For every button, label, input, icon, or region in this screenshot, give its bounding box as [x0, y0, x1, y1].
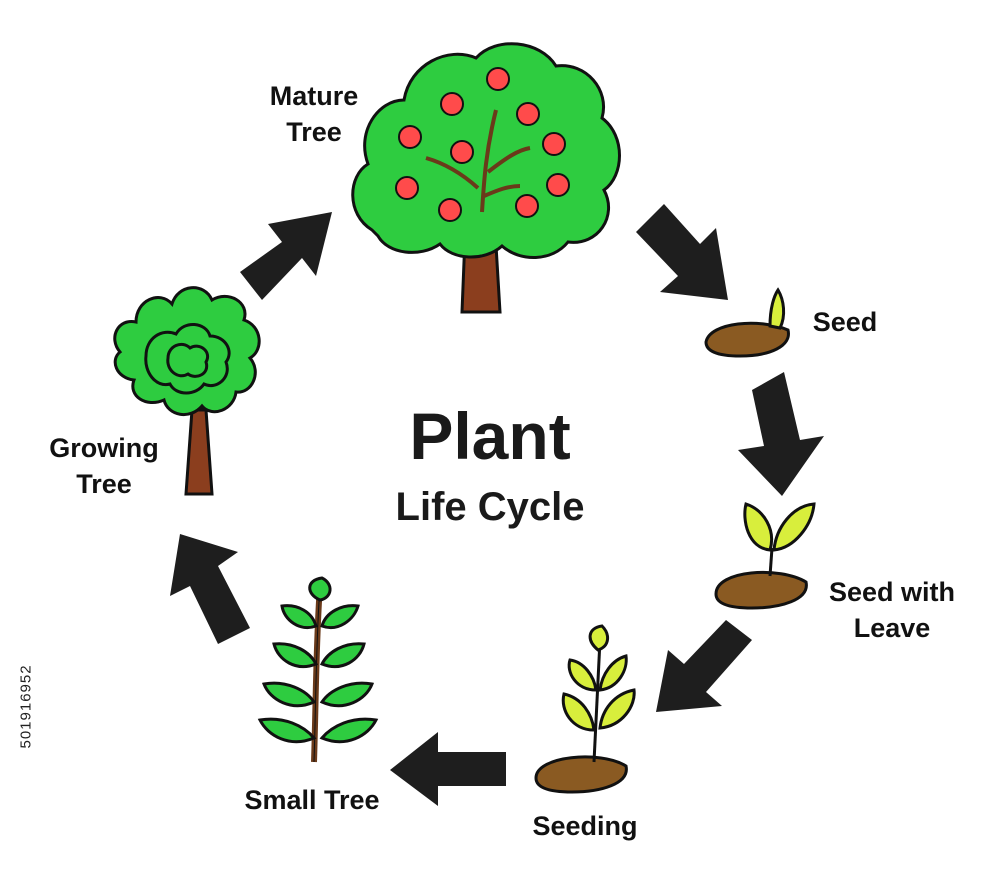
apples — [395, 67, 570, 222]
label-small-tree: Small Tree — [244, 785, 380, 815]
stock-id-text: 501916952 — [17, 664, 35, 749]
diagram-title: Plant — [409, 399, 571, 473]
diagram-subtitle: Life Cycle — [395, 485, 585, 529]
arrow-mature-to-seed — [636, 204, 728, 300]
cycle-arrows — [170, 204, 824, 806]
branches — [425, 109, 531, 213]
growing-tree-illustration — [113, 286, 261, 496]
arrow-small-to-growing — [170, 534, 250, 644]
label-seeding: Seeding — [532, 811, 638, 841]
mature-tree-illustration — [351, 42, 621, 314]
label-seed: Seed — [812, 307, 878, 337]
seed-illustration — [704, 287, 790, 358]
seeding-illustration — [534, 624, 636, 794]
arrow-leave-to-seeding — [656, 620, 752, 712]
arrow-growing-to-mature — [240, 212, 332, 300]
seed-with-leave-illustration — [714, 502, 816, 610]
arrow-seed-to-leave — [738, 372, 824, 496]
small-tree-illustration — [257, 576, 379, 763]
arrow-seeding-to-small — [390, 732, 506, 806]
